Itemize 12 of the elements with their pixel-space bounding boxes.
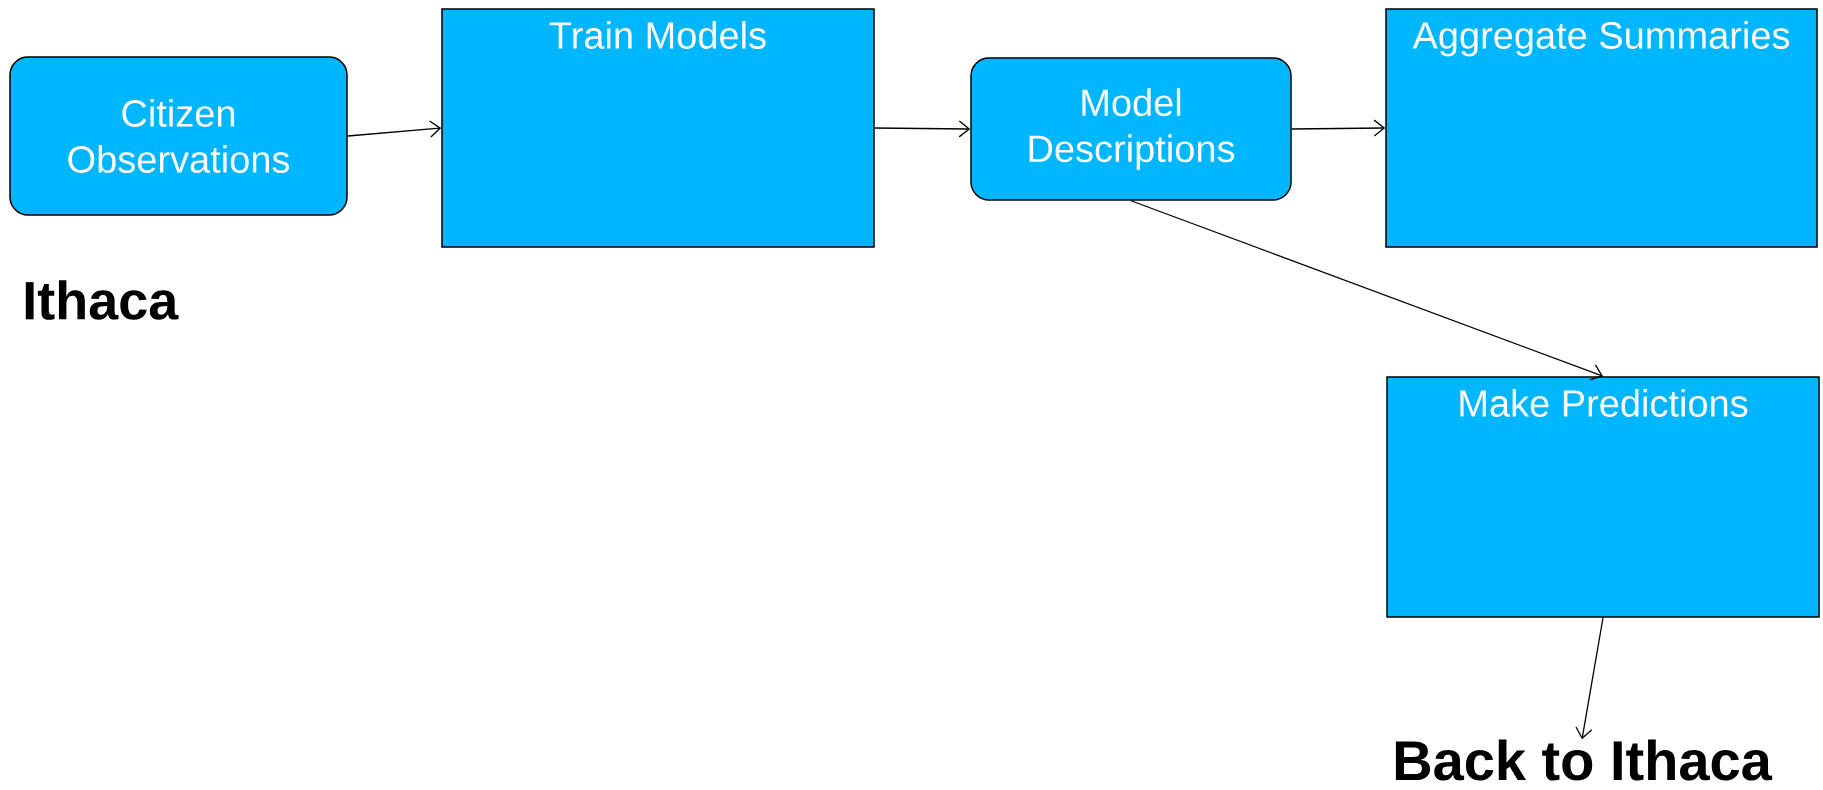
process-box: Citizen Observations [9, 56, 348, 216]
destination-label: Back to Ithaca [1395, 739, 1773, 781]
arrow [1130, 200, 1603, 381]
arrow [874, 120, 971, 138]
arrow [1291, 119, 1386, 137]
process-box: Make Predictions [1386, 376, 1820, 618]
place-label: Ithaca [25, 280, 179, 320]
process-box: Train Models [441, 8, 875, 248]
process-box: Aggregate Summaries [1385, 8, 1818, 248]
arrow [347, 120, 442, 138]
arrow [1575, 617, 1604, 740]
process-box: Model Descriptions [970, 57, 1292, 201]
